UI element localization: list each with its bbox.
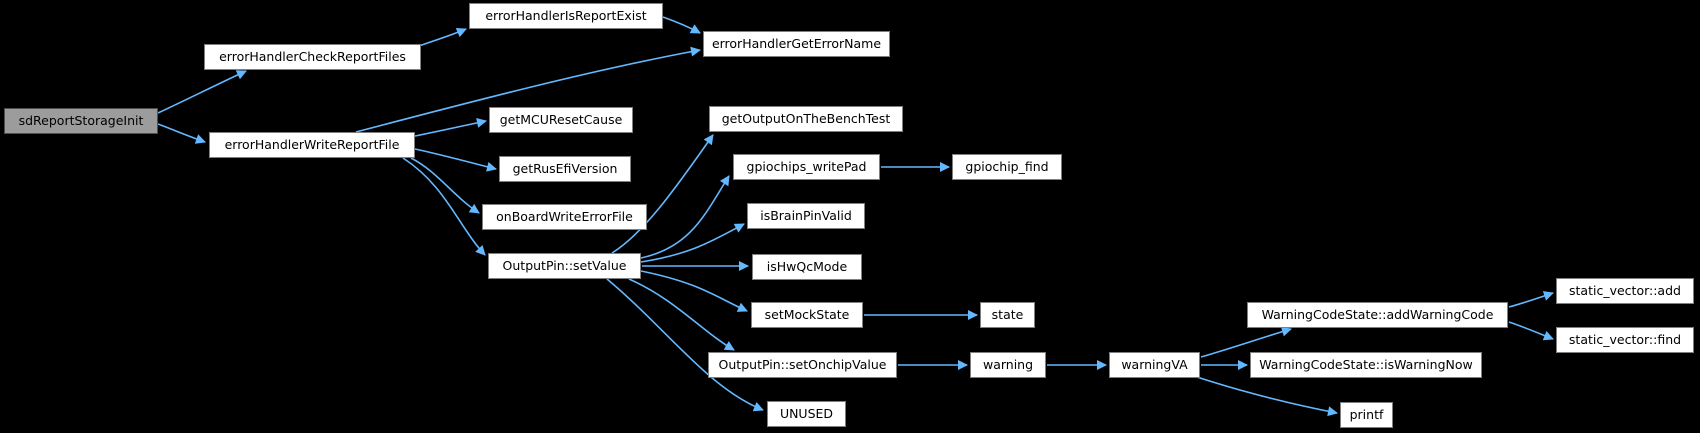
- node-errorHandlerIsReportExist[interactable]: errorHandlerIsReportExist: [469, 3, 663, 29]
- node-errorHandlerWriteReportFile[interactable]: errorHandlerWriteReportFile: [209, 132, 415, 158]
- node-state[interactable]: state: [980, 302, 1035, 328]
- edge-errorHandlerCheckReportFiles-to-errorHandlerIsReportExist: [418, 27, 467, 47]
- edge-OutputPin::setValue-to-gpiochips_writePad: [640, 175, 730, 259]
- edge-errorHandlerWriteReportFile-to-getRusEfiVersion: [414, 148, 497, 172]
- edge-errorHandlerWriteReportFile-to-onBoardWriteErrorFile: [410, 157, 480, 214]
- node-getRusEfiVersion[interactable]: getRusEfiVersion: [499, 156, 631, 182]
- edge-OutputPin::setValue-to-setMockState: [640, 270, 748, 312]
- node-gpiochips_writePad[interactable]: gpiochips_writePad: [733, 154, 880, 180]
- node-static_vector-add[interactable]: static_vector::add: [1556, 278, 1694, 304]
- edge-warningVA-to-printf: [1196, 376, 1338, 417]
- edge-OutputPin::setValue-to-UNUSED: [606, 278, 764, 412]
- node-isBrainPinValid[interactable]: isBrainPinValid: [747, 203, 865, 229]
- edge-OutputPin::setValue-to-OutputPin::setOnchipValue: [628, 278, 735, 351]
- edge-errorHandlerWriteReportFile-to-OutputPin::setValue: [402, 157, 486, 256]
- edge-WarningCodeState::addWarningCode-to-static_vector::find: [1508, 321, 1554, 341]
- node-onBoardWriteErrorFile[interactable]: onBoardWriteErrorFile: [482, 204, 647, 230]
- edge-sdReportStorageInit-to-errorHandlerCheckReportFiles: [157, 70, 247, 114]
- edge-errorHandlerIsReportExist-to-errorHandlerGetErrorName: [662, 16, 701, 34]
- node-warningVA[interactable]: warningVA: [1109, 352, 1200, 378]
- node-errorHandlerGetErrorName[interactable]: errorHandlerGetErrorName: [703, 31, 890, 57]
- node-gpiochip_find[interactable]: gpiochip_find: [952, 154, 1062, 180]
- node-UNUSED[interactable]: UNUSED: [767, 401, 846, 427]
- node-OutputPin-setOnchipValue[interactable]: OutputPin::setOnchipValue: [708, 352, 897, 378]
- edge-errorHandlerWriteReportFile-to-getMCUResetCause: [414, 117, 487, 137]
- edge-warningVA-to-WarningCodeState::addWarningCode: [1200, 326, 1292, 358]
- node-errorHandlerCheckReportFiles[interactable]: errorHandlerCheckReportFiles: [204, 44, 421, 70]
- node-getOutputOnTheBenchTest[interactable]: getOutputOnTheBenchTest: [709, 106, 903, 132]
- edge-WarningCodeState::addWarningCode-to-static_vector::add: [1508, 291, 1554, 308]
- node-WarningCodeState-addWarningCode[interactable]: WarningCodeState::addWarningCode: [1247, 302, 1508, 328]
- edge-OutputPin::setValue-to-getOutputOnTheBenchTest: [611, 134, 714, 254]
- edge-OutputPin::setValue-to-isBrainPinValid: [640, 223, 745, 263]
- node-setMockState[interactable]: setMockState: [751, 302, 863, 328]
- node-printf[interactable]: printf: [1340, 402, 1393, 428]
- node-getMCUResetCause[interactable]: getMCUResetCause: [489, 107, 633, 133]
- edge-sdReportStorageInit-to-errorHandlerWriteReportFile: [157, 123, 206, 144]
- node-static_vector-find[interactable]: static_vector::find: [1556, 327, 1694, 353]
- node-WarningCodeState-isWarningNow[interactable]: WarningCodeState::isWarningNow: [1250, 352, 1482, 378]
- node-isHwQcMode[interactable]: isHwQcMode: [752, 254, 862, 280]
- node-sdReportStorageInit[interactable]: sdReportStorageInit: [4, 108, 158, 134]
- edge-errorHandlerWriteReportFile-to-errorHandlerGetErrorName: [355, 46, 701, 133]
- node-warning[interactable]: warning: [970, 352, 1046, 378]
- node-OutputPin-setValue[interactable]: OutputPin::setValue: [488, 253, 641, 279]
